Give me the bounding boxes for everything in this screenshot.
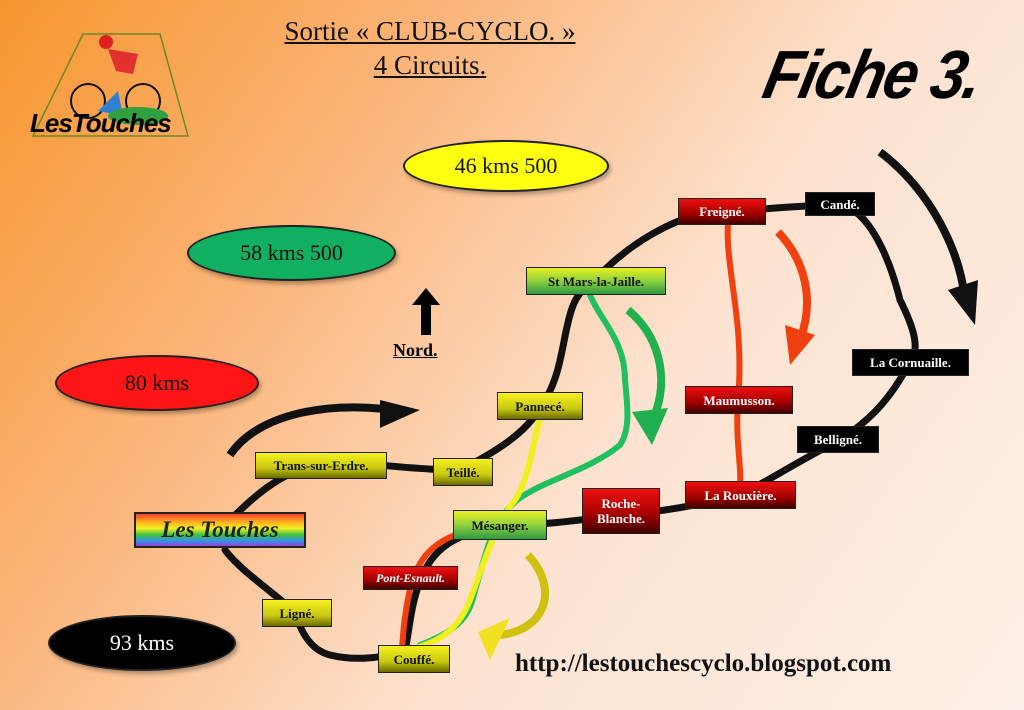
place-maumusson: Maumusson.: [685, 386, 793, 414]
direction-arrow-black-east: [877, 148, 969, 301]
sheet-number: Fiche 3.: [756, 37, 988, 114]
start-les-touches: Les Touches: [134, 512, 306, 548]
title-line-2: 4 Circuits.: [373, 50, 487, 80]
logo-text: LesTouches: [30, 108, 172, 138]
circuit-58km: 58 kms 500: [187, 225, 396, 281]
place-trans-sur-erdre: Trans-sur-Erdre.: [255, 452, 387, 479]
place-ligne: Ligné.: [262, 599, 332, 627]
place-roche-blanche: Roche-Blanche.: [582, 488, 660, 534]
place-la-cornuaille: La Cornuaille.: [852, 349, 969, 376]
direction-arrow-black-west: [226, 403, 406, 458]
north-arrow-icon: [412, 288, 440, 335]
direction-arrow-red: [775, 229, 811, 342]
place-freigne: Freigné.: [678, 198, 766, 225]
page-title: Sortie « CLUB-CYCLO. » 4 Circuits.: [230, 14, 630, 82]
direction-arrowhead-black-east: [948, 280, 978, 325]
circuit-46km: 46 kms 500: [403, 140, 609, 192]
place-cande: Candé.: [805, 192, 875, 216]
place-teille: Teillé.: [433, 458, 493, 486]
place-pannece: Pannecé.: [497, 392, 583, 420]
place-pont-esnault: Pont-Esnault.: [363, 566, 458, 590]
club-logo: LesTouches: [28, 16, 193, 140]
direction-arrowhead-green: [632, 408, 668, 445]
north-label: Nord.: [393, 340, 438, 360]
place-couffe: Couffé.: [378, 645, 450, 673]
place-belligne: Belligné.: [797, 426, 879, 453]
direction-arrow-green: [625, 306, 666, 422]
route-red-80km: [724, 219, 744, 488]
circuit-80km: 80 kms: [55, 355, 259, 411]
direction-arrow-yellow: [499, 552, 549, 639]
direction-arrowhead-yellow: [478, 618, 510, 660]
direction-arrowhead-red: [785, 325, 815, 365]
place-la-rouxiere: La Rouxière.: [685, 481, 796, 509]
cyclist-logo-icon: [31, 33, 189, 137]
place-st-mars-la-jaille: St Mars-la-Jaille.: [526, 267, 666, 295]
place-mesanger: Mésanger.: [453, 510, 547, 540]
title-line-1: Sortie « CLUB-CYCLO. »: [284, 16, 576, 46]
circuit-93km: 93 kms: [48, 615, 236, 671]
direction-arrowhead-black-west: [380, 400, 420, 428]
blog-url-link[interactable]: http://lestouchescyclo.blogspot.com: [515, 650, 892, 677]
